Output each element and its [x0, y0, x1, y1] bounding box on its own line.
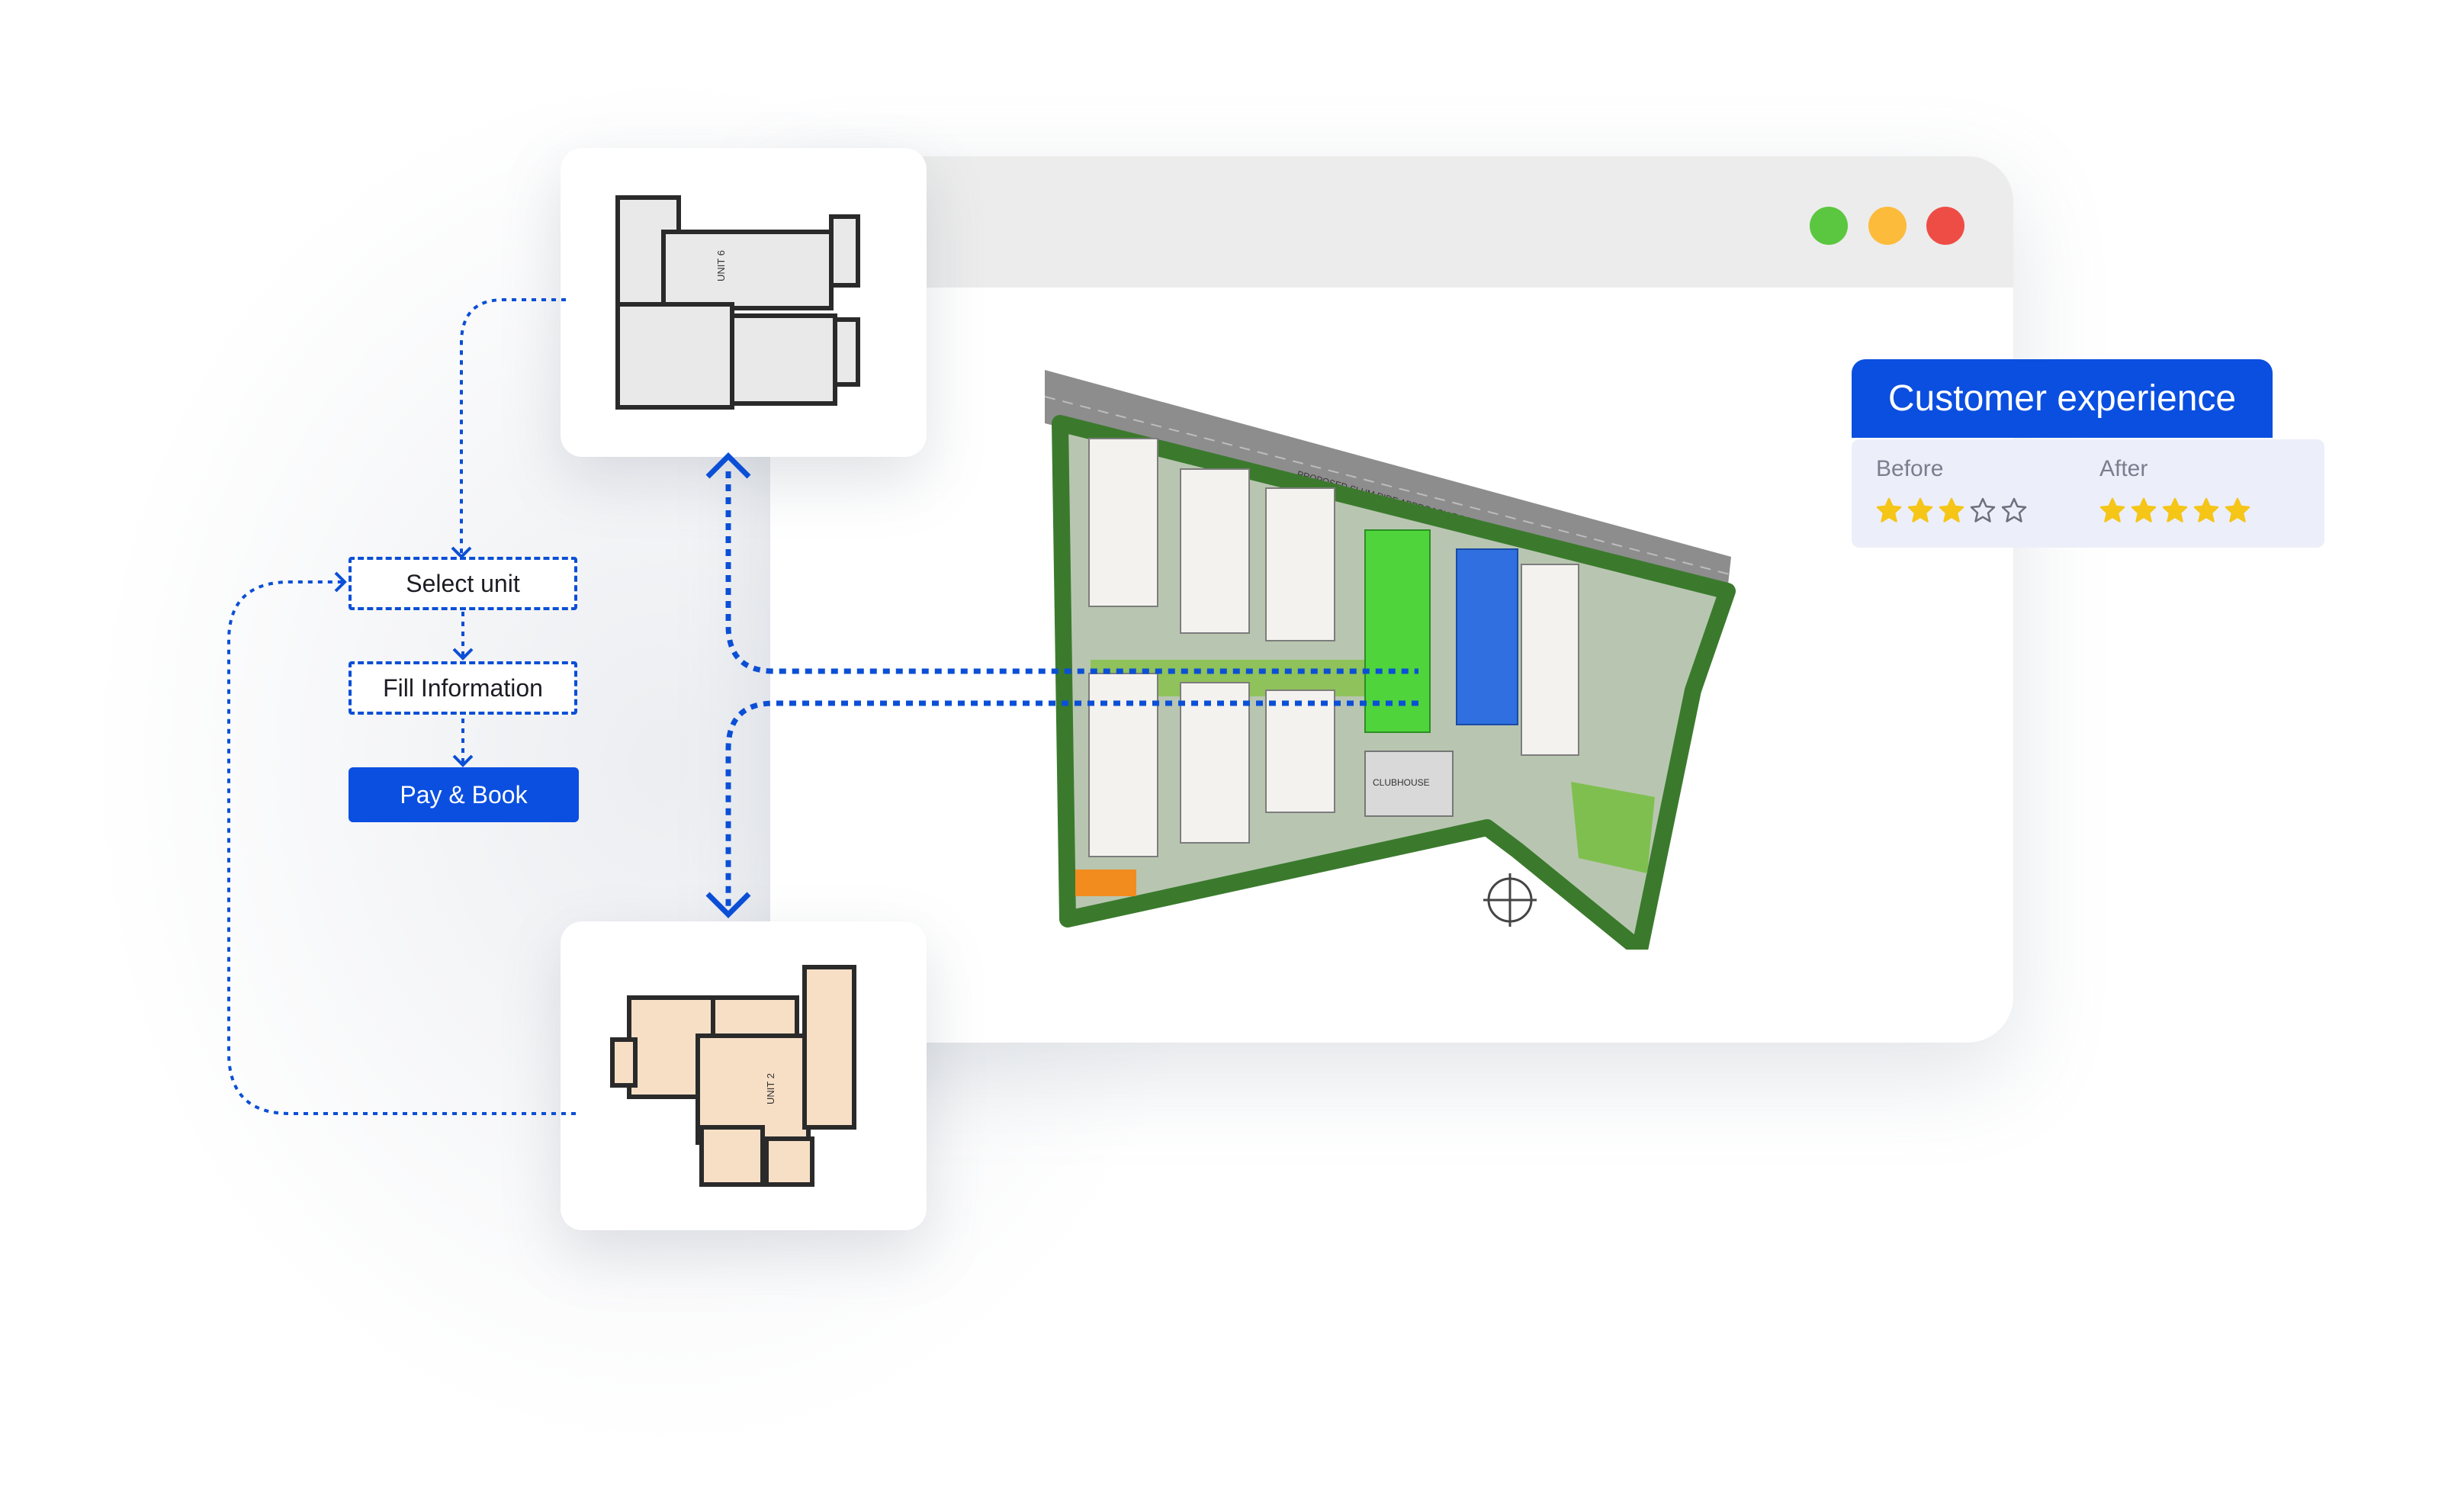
window-close-button[interactable]	[1926, 207, 1964, 245]
site-plan-map[interactable]: PROPOSED SLUM RIDE APPROACH ROAD CLUBHOU…	[1045, 370, 1777, 950]
customer-experience-title-text: Customer experience	[1887, 378, 2237, 419]
star-empty-icon	[1970, 497, 1996, 522]
select-unit-label: Select unit	[406, 569, 520, 597]
fill-information-step[interactable]: Fill Information	[349, 661, 577, 715]
star-filled-icon	[1907, 497, 1933, 522]
before-label: Before	[1876, 456, 1944, 481]
unit-6-label: UNIT 6	[715, 250, 727, 281]
unit-2-label: UNIT 2	[765, 1073, 776, 1104]
star-filled-icon	[1939, 497, 1964, 522]
pay-and-book-button[interactable]: Pay & Book	[349, 767, 579, 822]
window-maximize-button[interactable]	[1810, 207, 1848, 245]
pay-and-book-label: Pay & Book	[400, 780, 528, 808]
after-label: After	[2099, 456, 2148, 481]
fill-information-label: Fill Information	[383, 673, 543, 702]
floor-plan-top-drawing: UNIT 6	[615, 195, 860, 410]
star-filled-icon	[2162, 497, 2188, 522]
before-rating-stars	[1876, 497, 2027, 523]
star-filled-icon	[2131, 497, 2157, 522]
select-unit-step[interactable]: Select unit	[349, 557, 577, 610]
sports-court	[1075, 870, 1136, 896]
star-filled-icon	[2225, 497, 2250, 522]
selected-block-blue[interactable]	[1456, 548, 1518, 725]
selected-block-green[interactable]	[1364, 529, 1431, 733]
floor-plan-card-bottom[interactable]: UNIT 2	[561, 921, 927, 1230]
window-minimize-button[interactable]	[1868, 207, 1907, 245]
garden-lawn	[1571, 782, 1655, 873]
browser-titlebar	[770, 156, 2013, 288]
clubhouse-label: CLUBHOUSE	[1373, 777, 1430, 788]
floor-plan-card-top[interactable]: UNIT 6	[561, 148, 927, 457]
after-rating-stars	[2099, 497, 2250, 523]
star-filled-icon	[2099, 497, 2125, 522]
star-empty-icon	[2001, 497, 2027, 522]
star-filled-icon	[2193, 497, 2219, 522]
browser-window: PROPOSED SLUM RIDE APPROACH ROAD CLUBHOU…	[770, 156, 2013, 1043]
floor-plan-bottom-drawing: UNIT 2	[610, 965, 856, 1187]
customer-experience-title: Customer experience	[1852, 359, 2273, 438]
customer-experience-ratings: Before After	[1852, 439, 2324, 548]
star-filled-icon	[1876, 497, 1902, 522]
